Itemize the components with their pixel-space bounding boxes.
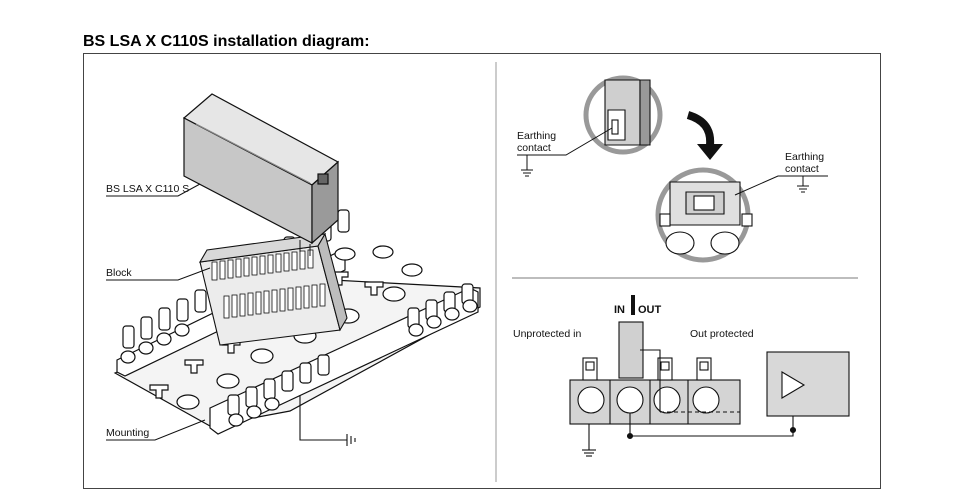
label-unprotected-in: Unprotected in: [513, 328, 581, 340]
label-in: IN: [614, 304, 625, 316]
label-block: Block: [106, 267, 132, 279]
label-out: OUT: [638, 304, 662, 316]
terminal-block: [198, 232, 348, 346]
earth-connection: [299, 395, 356, 446]
protection-schematic: [569, 321, 850, 457]
protection-module: [182, 93, 340, 256]
in-out-separator: [631, 295, 635, 315]
down-arrow-icon: [686, 111, 723, 160]
label-earthing-left-1: Earthing: [517, 130, 556, 142]
label-earthing-right-1: Earthing: [785, 151, 824, 163]
label-out-protected: Out protected: [690, 328, 754, 340]
label-earthing-left-2: contact: [517, 142, 551, 154]
diagram-title: BS LSA X C110S installation diagram:: [83, 33, 370, 50]
label-module: BS LSA X C110 S: [106, 183, 189, 195]
left-leader-lines: [106, 183, 211, 441]
label-mounting: Mounting: [106, 427, 149, 439]
label-earthing-right-2: contact: [785, 163, 819, 175]
earthing-contact-leaders: [517, 127, 828, 196]
magnifier-contact-after: [655, 167, 753, 263]
magnifier-contact-before: [583, 75, 663, 155]
